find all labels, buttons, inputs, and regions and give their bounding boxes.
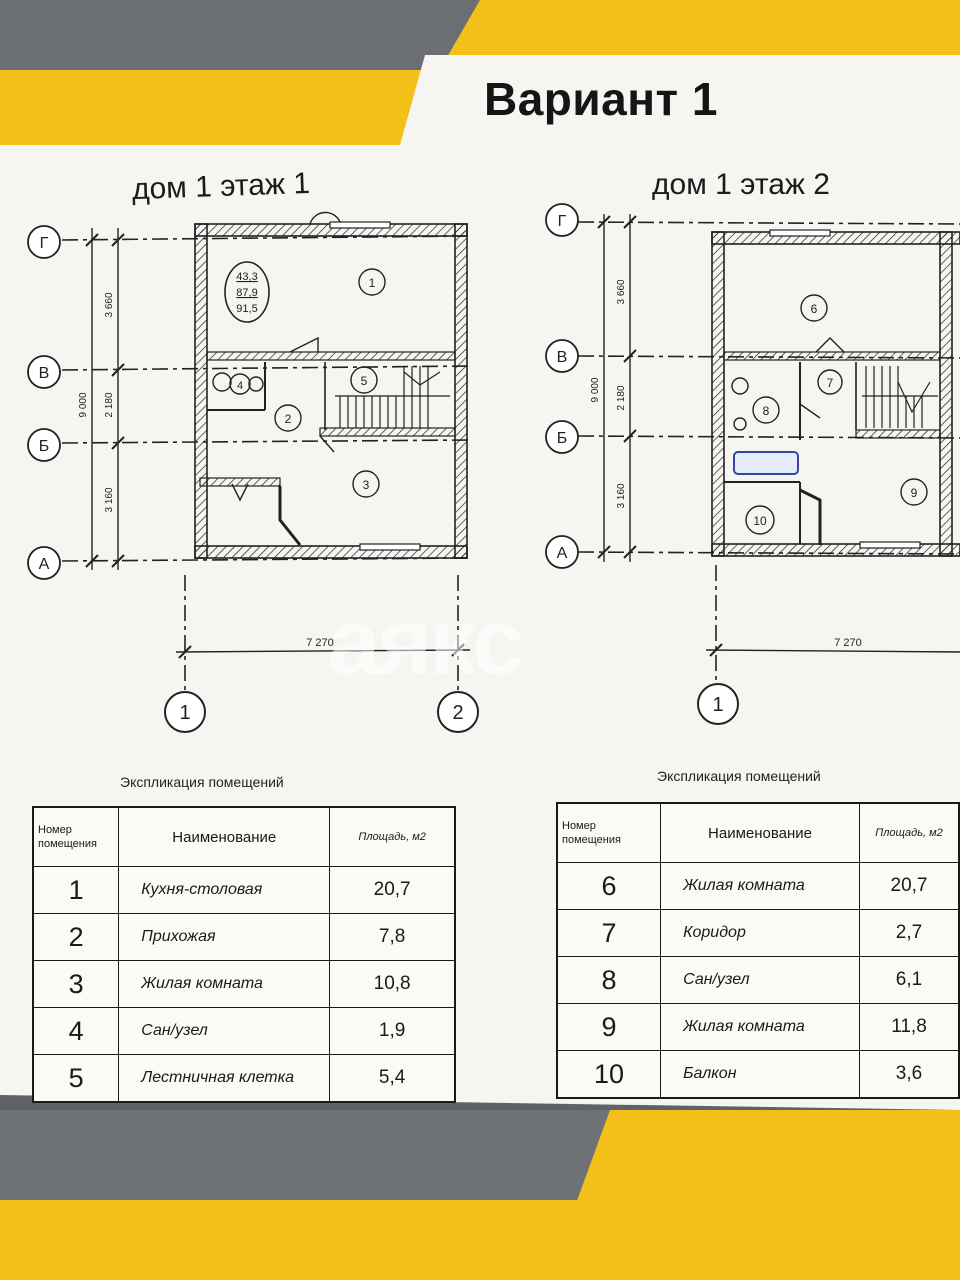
cell-area: 7,8 bbox=[329, 913, 456, 961]
f2-axis-a: А bbox=[557, 545, 568, 562]
f1-room-4: 4 bbox=[237, 380, 243, 392]
cell-name: Кухня-столовая bbox=[118, 866, 331, 914]
cell-name: Жилая комната bbox=[660, 1003, 860, 1051]
f1-axis-1: 1 bbox=[179, 702, 190, 724]
table-row: 3 Жилая комната 10,8 bbox=[32, 960, 456, 1008]
cell-name: Лестничная клетка bbox=[118, 1054, 331, 1103]
table-row: 1 Кухня-столовая 20,7 bbox=[32, 866, 456, 914]
header-name: Наименование bbox=[660, 802, 860, 863]
header-name: Наименование bbox=[118, 806, 331, 867]
table-row: 6 Жилая комната 20,7 bbox=[556, 862, 960, 910]
f1-dim-total: 9 000 bbox=[78, 392, 89, 417]
f2-axis-1: 1 bbox=[712, 694, 723, 716]
f2-room-9: 9 bbox=[911, 486, 918, 500]
table-row: 2 Прихожая 7,8 bbox=[32, 913, 456, 961]
table-row: 7 Коридор 2,7 bbox=[556, 909, 960, 957]
cell-area: 20,7 bbox=[329, 866, 456, 914]
table-row: 9 Жилая комната 11,8 bbox=[556, 1003, 960, 1051]
gray-band-bottom bbox=[0, 1110, 611, 1200]
f2-dim-total: 9 000 bbox=[590, 377, 601, 402]
floor1-labels: Г В Б А 1 2 3 660 2 180 3 160 9 000 7 27… bbox=[39, 235, 464, 724]
f1-dim-horizontal: 7 270 bbox=[306, 637, 334, 649]
cell-number: 3 bbox=[32, 960, 120, 1008]
f1-badge-2: 87,9 bbox=[236, 287, 257, 299]
cell-area: 10,8 bbox=[329, 960, 456, 1008]
cell-area: 2,7 bbox=[859, 909, 960, 957]
cell-number: 7 bbox=[556, 909, 662, 957]
header-area: Площадь, м2 bbox=[859, 802, 960, 863]
table-row: 5 Лестничная клетка 5,4 bbox=[32, 1054, 456, 1103]
f1-axis-2: 2 bbox=[452, 702, 463, 724]
f1-room-5: 5 bbox=[361, 374, 368, 388]
f2-room-6: 6 bbox=[811, 302, 818, 316]
f2-room-8: 8 bbox=[763, 404, 770, 418]
f1-dim-2: 2 180 bbox=[104, 392, 115, 417]
f1-axis-g: Г bbox=[40, 235, 49, 252]
floor2-labels: Г В Б А 1 3 660 2 180 3 160 9 000 7 270 … bbox=[557, 213, 918, 716]
f2-dim-3: 3 160 bbox=[616, 483, 627, 508]
table-row: 4 Сан/узел 1,9 bbox=[32, 1007, 456, 1055]
f2-room-10: 10 bbox=[753, 514, 767, 528]
cell-number: 1 bbox=[32, 866, 120, 914]
cell-area: 11,8 bbox=[859, 1003, 960, 1051]
cell-number: 6 bbox=[556, 862, 662, 910]
cell-area: 20,7 bbox=[859, 862, 960, 910]
f2-dim-2: 2 180 bbox=[616, 385, 627, 410]
table1-explication: Номер помещения Наименование Площадь, м2… bbox=[32, 806, 456, 1103]
cell-number: 8 bbox=[556, 956, 662, 1004]
watermark-logo: аякс bbox=[328, 589, 524, 694]
table-row: 8 Сан/узел 6,1 bbox=[556, 956, 960, 1004]
cell-area: 3,6 bbox=[859, 1050, 960, 1099]
f1-dim-1: 3 660 bbox=[104, 292, 115, 317]
floor2-title: дом 1 этаж 2 bbox=[652, 168, 830, 201]
page-title: Вариант 1 bbox=[484, 73, 718, 125]
f2-axis-g: Г bbox=[558, 213, 567, 230]
header-number: Номер помещения bbox=[32, 806, 120, 867]
table2-explication: Номер помещения Наименование Площадь, м2… bbox=[556, 802, 960, 1099]
cell-number: 10 bbox=[556, 1050, 662, 1099]
cell-area: 1,9 bbox=[329, 1007, 456, 1055]
f1-axis-b: Б bbox=[39, 438, 50, 455]
cell-name: Сан/узел bbox=[660, 956, 860, 1004]
cell-area: 5,4 bbox=[329, 1054, 456, 1103]
cell-name: Жилая комната bbox=[660, 862, 860, 910]
floor1-plan bbox=[27, 211, 479, 733]
table-header-row: Номер помещения Наименование Площадь, м2 bbox=[556, 802, 960, 863]
f2-dim-horizontal: 7 270 bbox=[834, 637, 862, 649]
f1-room-1: 1 bbox=[369, 276, 376, 290]
floor2-plan bbox=[545, 203, 960, 725]
f2-room-7: 7 bbox=[827, 376, 834, 390]
f2-axis-v: В bbox=[557, 349, 568, 366]
cell-name: Коридор bbox=[660, 909, 860, 957]
f1-badge-3: 91,5 bbox=[236, 303, 257, 315]
floor-plans-drawing: Г В Б А 1 2 3 660 2 180 3 160 9 000 7 27… bbox=[27, 203, 960, 733]
cell-number: 4 bbox=[32, 1007, 120, 1055]
cell-area: 6,1 bbox=[859, 956, 960, 1004]
f2-dim-1: 3 660 bbox=[616, 279, 627, 304]
f1-room-3: 3 bbox=[363, 478, 370, 492]
header-area: Площадь, м2 bbox=[329, 806, 456, 867]
f1-room-2: 2 bbox=[285, 412, 292, 426]
f1-dim-3: 3 160 bbox=[104, 487, 115, 512]
header-number: Номер помещения bbox=[556, 802, 662, 863]
cell-number: 2 bbox=[32, 913, 120, 961]
cell-name: Жилая комната bbox=[118, 960, 331, 1008]
table2-title: Экспликация помещений bbox=[657, 768, 821, 784]
cell-name: Прихожая bbox=[118, 913, 331, 961]
f1-badge-1: 43,3 bbox=[236, 271, 257, 283]
cell-name: Сан/узел bbox=[118, 1007, 331, 1055]
f1-axis-a: А bbox=[39, 556, 50, 573]
f1-axis-v: В bbox=[39, 365, 50, 382]
table-header-row: Номер помещения Наименование Площадь, м2 bbox=[32, 806, 456, 867]
cell-number: 9 bbox=[556, 1003, 662, 1051]
cell-name: Балкон bbox=[660, 1050, 860, 1099]
cell-number: 5 bbox=[32, 1054, 120, 1103]
f2-axis-b: Б bbox=[557, 430, 568, 447]
table-row: 10 Балкон 3,6 bbox=[556, 1050, 960, 1099]
table1-title: Экспликация помещений bbox=[120, 774, 284, 790]
